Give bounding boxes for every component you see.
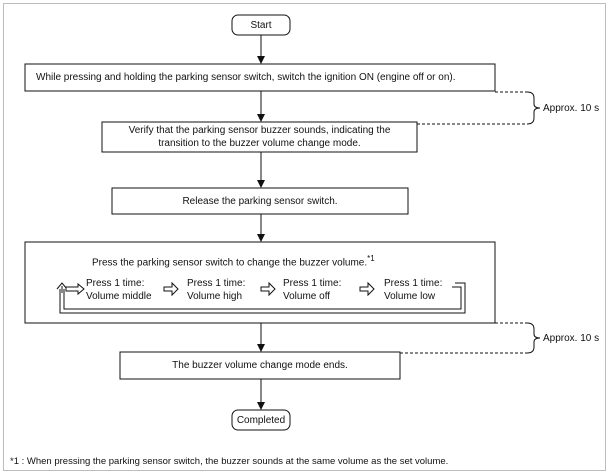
step5-text: The buzzer volume change mode ends.: [172, 360, 348, 371]
completed-label: Completed: [236, 415, 286, 426]
footnote-ref: *1: [367, 254, 375, 263]
start-label: Start: [250, 20, 272, 31]
volume-cycle-loop: [59, 282, 466, 314]
cycle-arrow-1: [163, 281, 179, 297]
step1-box: [24, 63, 496, 92]
cycle-arrow-3: [359, 281, 375, 297]
cycle-item-middle-line1: Press 1 time:: [86, 278, 145, 289]
cycle-item-low: Press 1 time: Volume low: [384, 277, 442, 303]
cycle-arrow-2: [260, 281, 276, 297]
timing-label-2: Approx. 10 s: [543, 333, 600, 344]
cycle-item-off-line2: Volume off: [283, 291, 331, 302]
cycle-entry-head: [65, 282, 85, 296]
step1-text: While pressing and holding the parking s…: [36, 72, 456, 83]
step4-title: Press the parking sensor switch to chang…: [92, 252, 375, 269]
step2-box: [101, 121, 418, 153]
cycle-item-low-line1: Press 1 time:: [384, 278, 443, 289]
cycle-item-middle: Press 1 time: Volume middle: [86, 277, 152, 303]
step3-box: [111, 187, 409, 215]
step2-line1: Verify that the parking sensor buzzer so…: [128, 125, 391, 136]
step3-text: Release the parking sensor switch.: [182, 196, 338, 207]
cycle-item-high-line1: Press 1 time:: [187, 278, 246, 289]
completed-terminal: [231, 409, 291, 431]
cycle-item-low-line2: Volume low: [384, 291, 436, 302]
cycle-item-off-line1: Press 1 time:: [283, 278, 342, 289]
footnote-text: *1 : When pressing the parking sensor sw…: [10, 456, 449, 467]
step2-line2: transition to the buzzer volume change m…: [158, 138, 361, 149]
cycle-item-high: Press 1 time: Volume high: [187, 277, 245, 303]
diagram-frame: [3, 3, 606, 471]
timing-bracket-1: [417, 91, 541, 125]
step5-box: [119, 351, 401, 380]
cycle-item-high-line2: Volume high: [187, 291, 243, 302]
cycle-item-middle-line2: Volume middle: [86, 291, 152, 302]
timing-label-1: Approx. 10 s: [543, 103, 600, 114]
timing-bracket-2: [400, 322, 541, 354]
cycle-entry-arrow: [56, 282, 68, 293]
step4-title-text: Press the parking sensor switch to chang…: [92, 257, 368, 269]
cycle-item-off: Press 1 time: Volume off: [283, 277, 341, 303]
